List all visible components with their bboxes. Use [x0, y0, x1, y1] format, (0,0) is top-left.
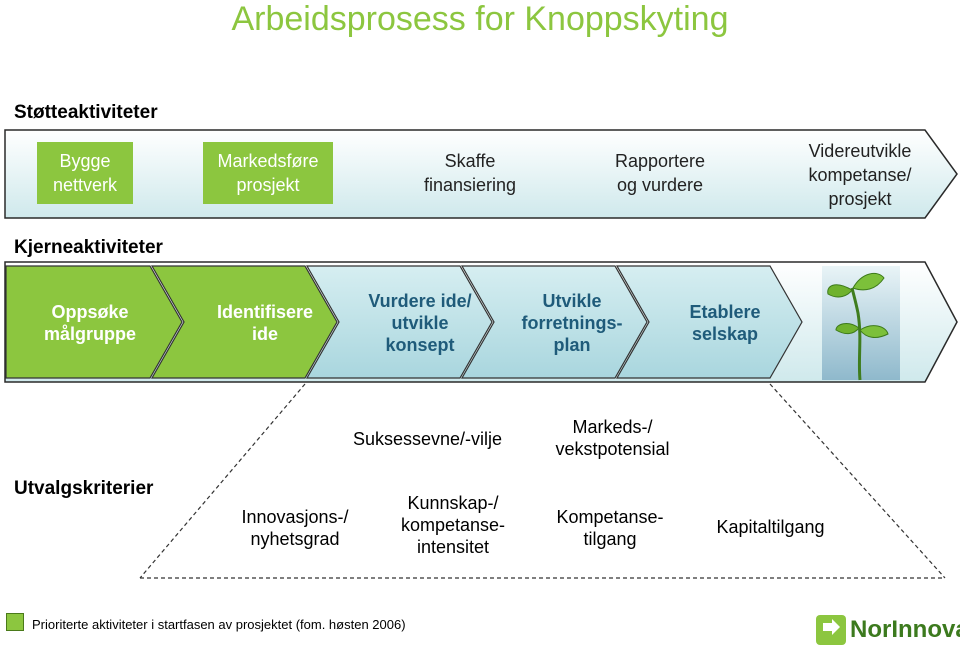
legend-swatch	[6, 613, 24, 631]
criteria-kunnskapsintensitet: Kunnskap-/kompetanse-intensitet	[378, 492, 528, 558]
criteria-dashed-outline	[139, 383, 946, 579]
support-heading: Støtteaktiviteter	[14, 102, 158, 123]
core-step-shape	[460, 265, 648, 379]
core-step-shape	[305, 265, 493, 379]
criteria-kapitaltilgang: Kapitaltilgang	[698, 516, 843, 538]
core-heading: Kjerneaktiviteter	[14, 237, 163, 258]
criteria-kompetansetilgang: Kompetanse-tilgang	[535, 506, 685, 550]
norinnova-logo-icon	[816, 615, 846, 645]
criteria-label: Kapitaltilgang	[716, 517, 825, 537]
criteria-heading: Utvalgskriterier	[14, 478, 154, 499]
criteria-markedspotensial: Markeds-/vekstpotensial	[530, 416, 695, 460]
core-step-shape	[150, 265, 338, 379]
criteria-label: Kunnskap-/kompetanse-intensitet	[400, 493, 506, 557]
core-process-chevrons	[4, 261, 958, 383]
norinnova-logo-text: NorInnova	[850, 616, 960, 643]
criteria-label: Innovasjons-/nyhetsgrad	[241, 507, 349, 549]
criteria-label: Suksessevne/-vilje	[352, 429, 503, 449]
core-step-shape	[615, 265, 803, 379]
criteria-label: Markeds-/vekstpotensial	[555, 417, 670, 459]
legend-text: Prioriterte aktiviteter i startfasen av …	[32, 617, 406, 632]
core-step-shape	[5, 265, 183, 379]
criteria-label: Kompetanse-tilgang	[556, 507, 664, 549]
seedling-image	[822, 266, 900, 381]
page-title: Arbeidsprosess for Knoppskyting	[231, 0, 729, 38]
criteria-suksessevne: Suksessevne/-vilje	[330, 428, 525, 450]
criteria-innovasjonsgrad: Innovasjons-/nyhetsgrad	[220, 506, 370, 550]
norinnova-logo: NorInnova	[816, 615, 960, 645]
